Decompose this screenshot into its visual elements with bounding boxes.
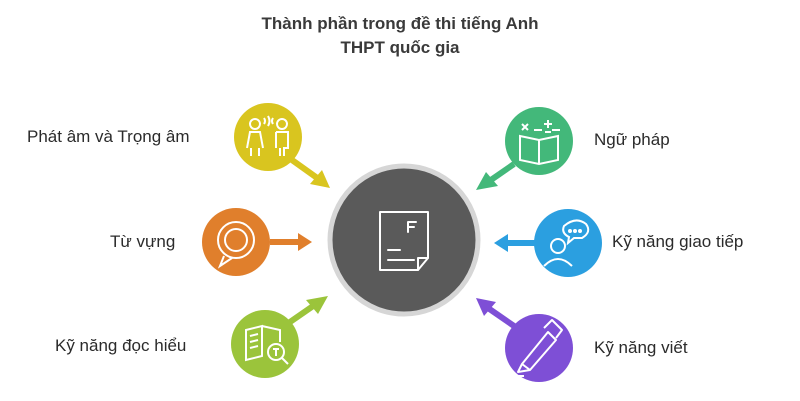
node-phat-am [234, 103, 330, 188]
label-tu-vung: Từ vựng [110, 232, 176, 251]
label-giao-tiep: Kỹ năng giao tiếp [612, 232, 744, 251]
node-ngu-phap [476, 107, 573, 190]
pen-icon [514, 319, 563, 377]
center-node [327, 163, 481, 317]
document-icon [379, 211, 429, 271]
label-viet: Kỹ năng viết [594, 338, 688, 357]
node-viet [476, 298, 573, 382]
diagram-title-line2: THPT quốc gia [340, 38, 460, 57]
label-phat-am: Phát âm và Trọng âm [27, 127, 190, 146]
chat-bubble-icon [217, 221, 255, 269]
book-math-icon [519, 120, 560, 166]
two-people-speaking-icon [246, 115, 289, 156]
person-speech-icon [543, 219, 590, 267]
book-search-icon [245, 324, 289, 365]
diagram-title-line1: Thành phần trong đề thi tiếng Anh [261, 14, 539, 33]
node-giao-tiep [494, 209, 602, 277]
label-doc-hieu: Kỹ năng đọc hiểu [55, 336, 187, 355]
node-tu-vung [202, 208, 312, 276]
node-doc-hieu [231, 296, 328, 378]
label-ngu-phap: Ngữ pháp [594, 130, 670, 149]
